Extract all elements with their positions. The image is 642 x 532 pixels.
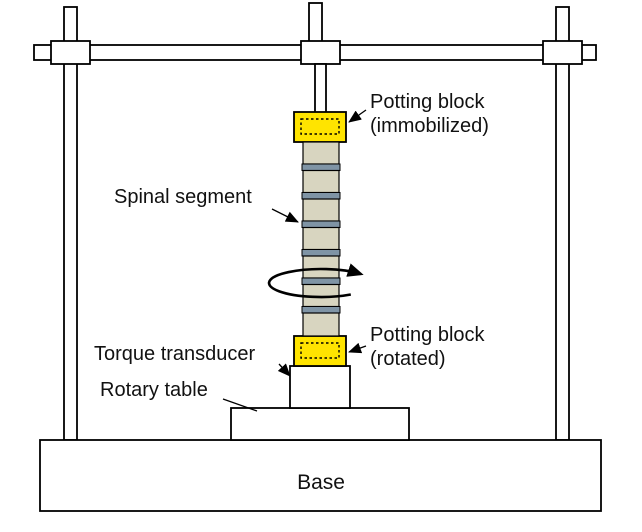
- label-base: Base: [297, 471, 345, 494]
- torque-transducer-block: [289, 365, 351, 409]
- leader-potting-block-top: [348, 109, 367, 123]
- intervertebral-disc: [301, 306, 341, 314]
- intervertebral-disc: [301, 163, 341, 171]
- frame-center-stub: [308, 2, 323, 46]
- potting-block-top: [293, 111, 347, 143]
- label-potting-block-top-line1: Potting block: [370, 91, 486, 113]
- vertebra: [302, 141, 340, 165]
- leader-potting-block-bottom: [348, 342, 367, 354]
- potting-block-bottom: [293, 335, 347, 367]
- label-rotary-table: Rotary table: [100, 379, 208, 401]
- leader-rotary-table: [222, 398, 258, 412]
- frame-joint-left: [50, 40, 91, 65]
- frame-joint-center: [300, 40, 341, 65]
- vertebra: [302, 198, 340, 222]
- spinal-segment-stack: [301, 141, 341, 337]
- vertebra: [302, 255, 340, 279]
- vertebra: [302, 226, 340, 251]
- frame-right-post: [555, 6, 570, 441]
- intervertebral-disc: [301, 192, 341, 200]
- intervertebral-disc: [301, 249, 341, 257]
- frame-joint-right: [542, 40, 583, 65]
- vertebra: [302, 169, 340, 194]
- base-block: [39, 439, 602, 512]
- potting-block-top-dotted-core: [300, 118, 340, 135]
- leader-spinal-segment: [271, 208, 299, 223]
- frame-left-post: [63, 6, 78, 441]
- label-torque-transducer: Torque transducer: [94, 343, 256, 365]
- label-potting-block-bottom-line1: Potting block: [370, 324, 486, 346]
- label-potting-block-top-line2: (immobilized): [370, 115, 489, 137]
- vertebra: [302, 312, 340, 337]
- intervertebral-disc: [301, 220, 341, 228]
- label-potting-block-bottom-line2: (rotated): [370, 348, 446, 370]
- rotary-table-block: [230, 407, 410, 441]
- rotation-arrow: [267, 263, 364, 299]
- potting-block-bottom-dotted-core: [300, 342, 340, 359]
- intervertebral-disc: [301, 277, 341, 285]
- drive-rod: [314, 63, 327, 114]
- label-spinal-segment: Spinal segment: [114, 186, 252, 208]
- leader-torque-transducer: [277, 363, 291, 377]
